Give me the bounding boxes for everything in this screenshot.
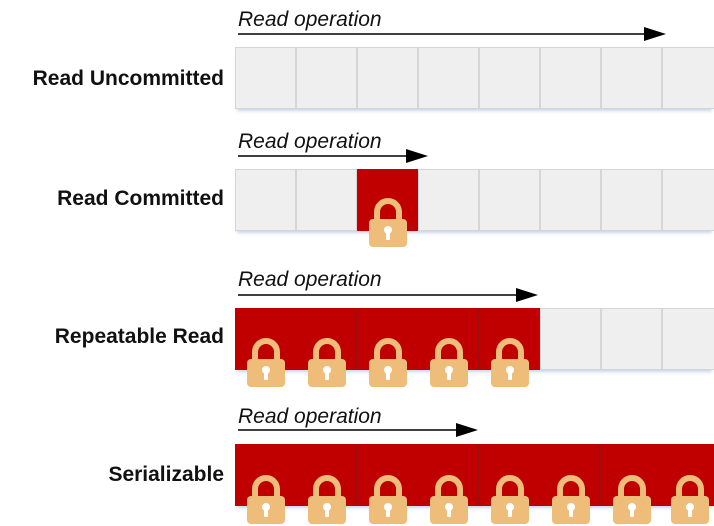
data-cell [601,47,662,109]
read-operation-label: Read operation [238,405,382,428]
data-cell [601,169,662,231]
read-operation-label: Read operation [238,8,382,31]
data-cell [235,47,296,109]
data-row [235,47,714,109]
data-cell [479,47,540,109]
isolation-level-label: Serializable [108,463,224,486]
read-arrow [238,27,666,41]
data-cell [296,169,357,231]
section-repeatable-read: Read operation Repeatable Read [0,262,714,387]
read-arrow [238,288,538,302]
locked-cell [662,444,714,506]
read-arrow [238,423,478,437]
read-arrow [238,149,428,163]
padlock-icon [247,338,285,387]
locked-cell [296,444,357,506]
padlock-icon [430,475,468,524]
padlock-icon [247,475,285,524]
locked-cell [540,444,601,506]
isolation-level-label: Read Committed [57,187,224,210]
data-cell [662,47,714,109]
locked-cell [418,444,479,506]
data-cell [540,47,601,109]
data-cell [601,308,662,370]
isolation-level-label: Read Uncommitted [32,67,224,90]
data-row [235,444,714,506]
read-operation-label: Read operation [238,268,382,291]
data-cell [296,47,357,109]
locked-cell [479,444,540,506]
data-cell [418,169,479,231]
section-read-committed: Read operation Read Committed [0,122,714,247]
data-cell [418,47,479,109]
section-serializable: Read operation Serializable [0,398,714,524]
padlock-icon [552,475,590,524]
section-read-uncommitted: Read operation Read Uncommitted [0,0,714,110]
data-cell [540,169,601,231]
padlock-icon [613,475,651,524]
padlock-icon [491,338,529,387]
padlock-icon [369,338,407,387]
padlock-icon [308,338,346,387]
data-cell [662,169,714,231]
padlock-icon [491,475,529,524]
data-cell [540,308,601,370]
data-row [235,169,714,231]
padlock-icon [308,475,346,524]
data-cell [662,308,714,370]
data-cell [357,47,418,109]
padlock-icon [369,475,407,524]
padlock-icon [369,198,407,247]
padlock-icon [430,338,468,387]
data-cell [479,169,540,231]
isolation-level-label: Repeatable Read [54,325,224,348]
padlock-icon [671,475,709,524]
locked-cell [601,444,662,506]
data-cell [235,169,296,231]
locked-cell [357,444,418,506]
locked-cell [235,444,296,506]
read-operation-label: Read operation [238,130,382,153]
